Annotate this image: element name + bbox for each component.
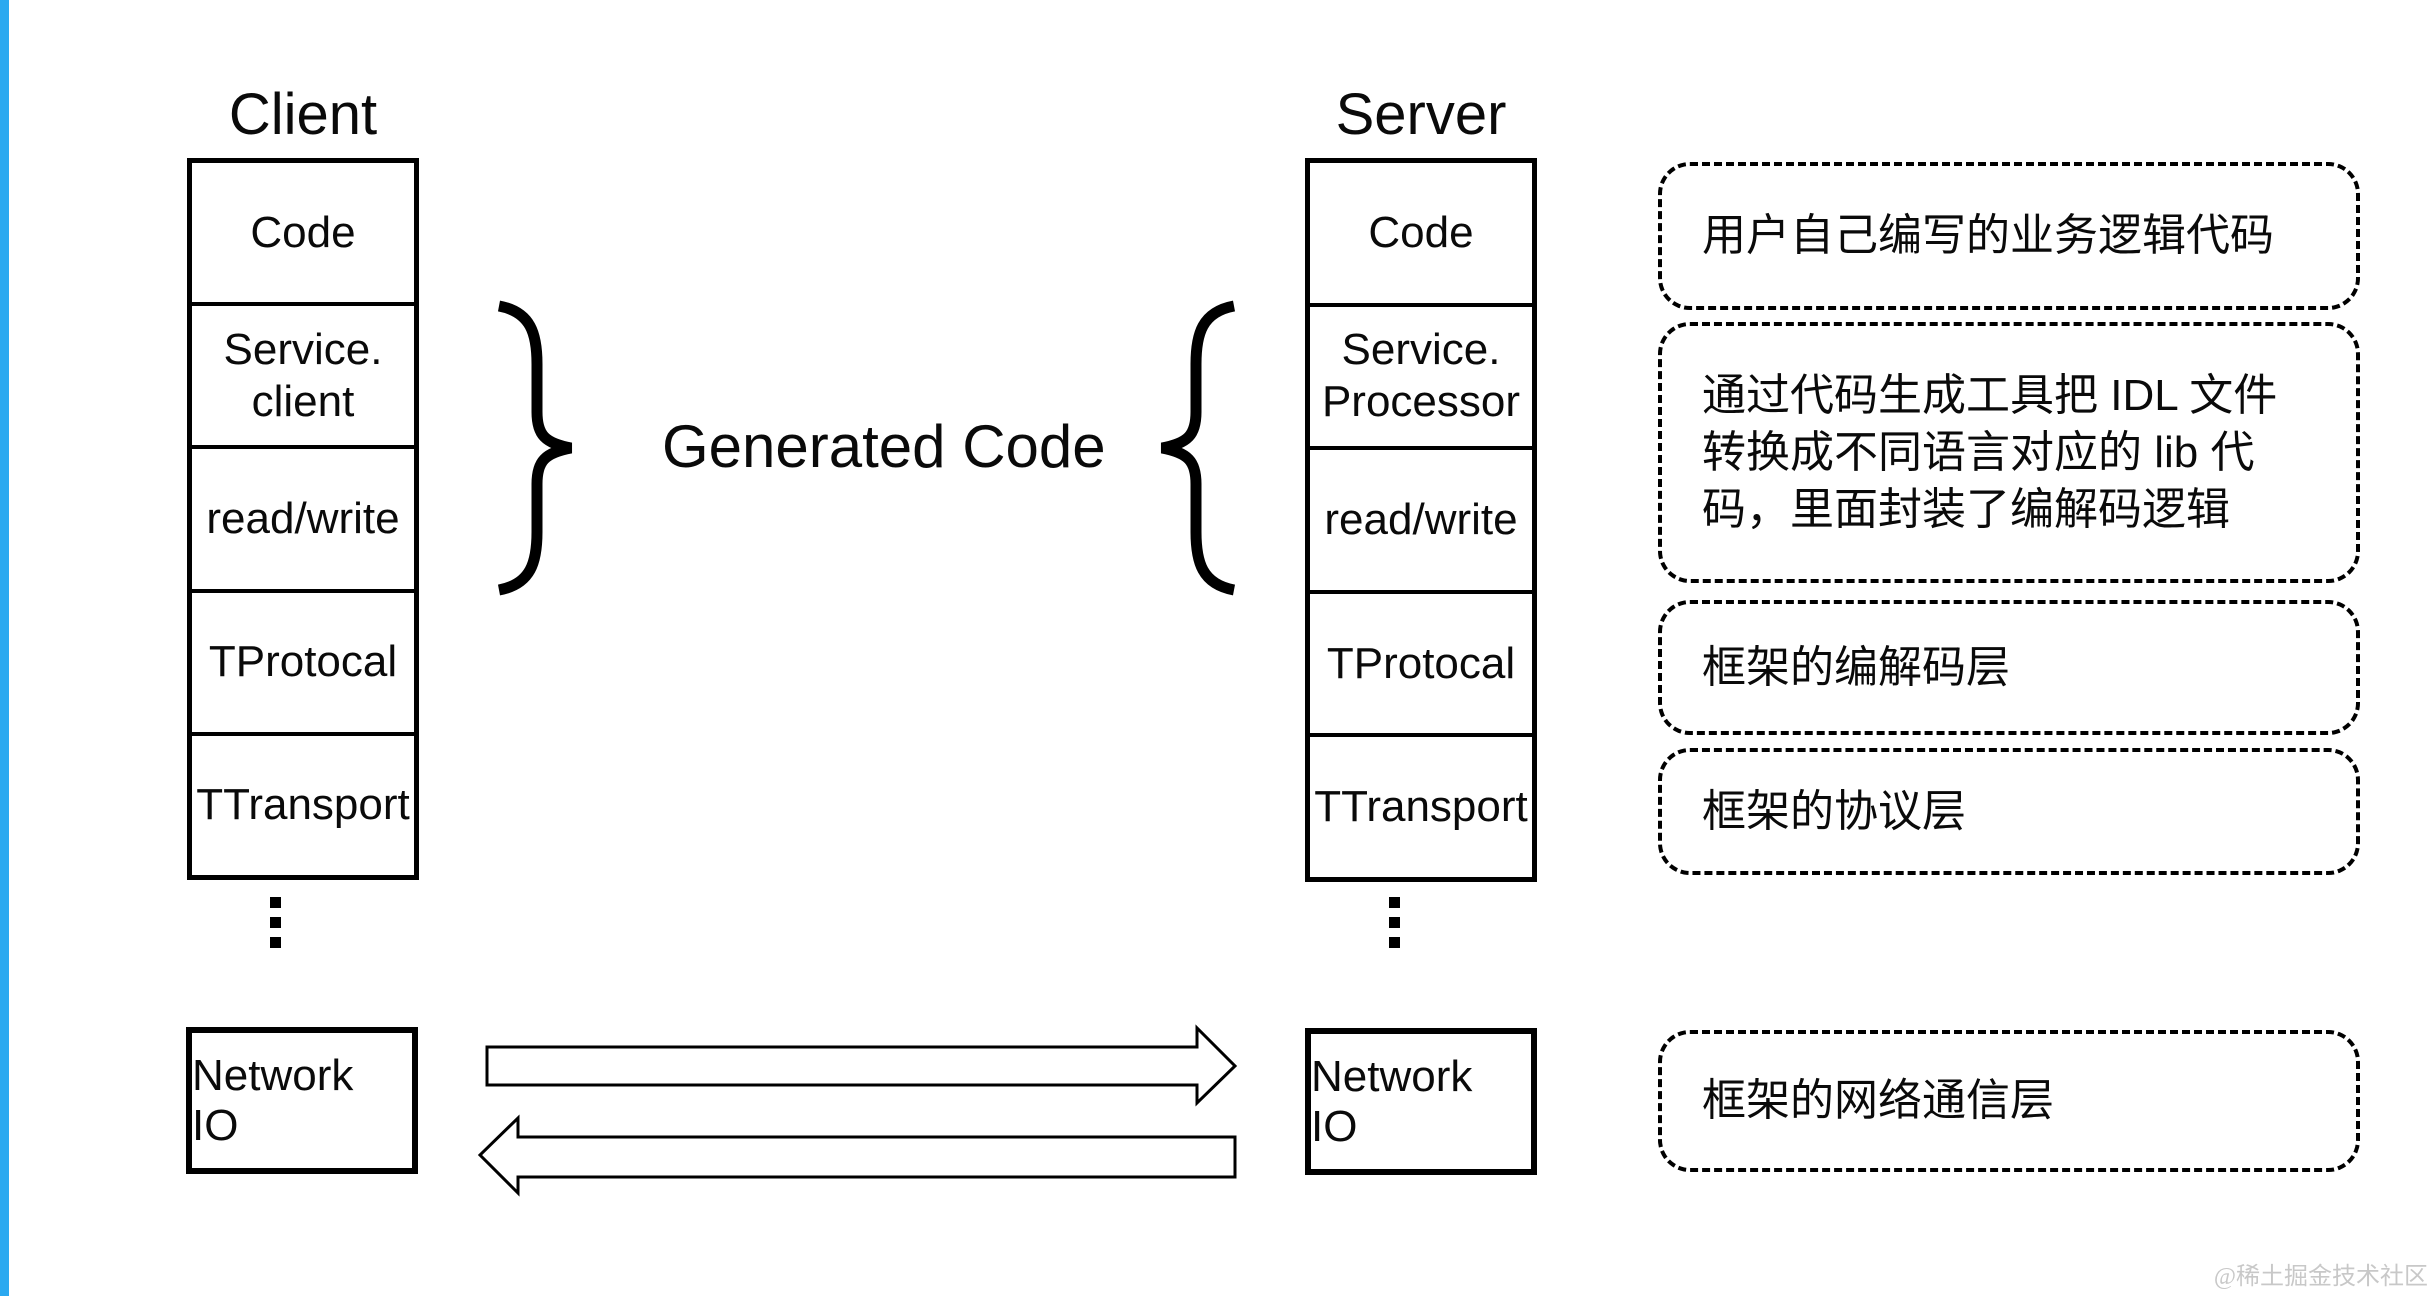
server-vertical-ellipsis-icon — [1389, 897, 1400, 948]
annotation-user-code: 用户自己编写的业务逻辑代码 — [1658, 162, 2360, 310]
annotation-generated-lib: 通过代码生成工具把 IDL 文件 转换成不同语言对应的 lib 代 码，里面封装… — [1658, 322, 2360, 583]
client-layer-service-client: Service. client — [192, 302, 414, 445]
client-title: Client — [228, 82, 378, 147]
client-vertical-ellipsis-icon — [270, 897, 281, 948]
request-arrow-icon — [485, 1024, 1238, 1107]
client-layer-ttransport: TTransport — [192, 731, 414, 875]
left-brace-icon — [497, 300, 573, 596]
watermark: @稀土掘金技术社区 — [2213, 1264, 2428, 1290]
annotation-network-layer: 框架的网络通信层 — [1658, 1030, 2360, 1172]
server-layer-tprotocal: TProtocal — [1310, 589, 1532, 734]
left-accent-bar — [0, 0, 9, 1296]
response-arrow-icon — [477, 1114, 1237, 1197]
server-layer-ttransport: TTransport — [1310, 733, 1532, 877]
server-stack: Code Service. Processor read/write TProt… — [1305, 158, 1537, 882]
right-brace-icon — [1160, 300, 1236, 596]
client-layer-read-write: read/write — [192, 445, 414, 588]
server-layer-code: Code — [1368, 207, 1474, 257]
server-title: Server — [1335, 82, 1507, 147]
server-layer-read-write: read/write — [1310, 446, 1532, 590]
annotation-codec-layer: 框架的编解码层 — [1658, 600, 2360, 735]
client-stack: Code Service. client read/write TProtoca… — [187, 158, 419, 880]
client-layer-code: Code — [250, 207, 356, 257]
server-layer-service-processor: Service. Processor — [1310, 302, 1532, 447]
generated-code-label: Generated Code — [662, 413, 1106, 480]
annotation-protocol-layer: 框架的协议层 — [1658, 748, 2360, 875]
server-network-io-box: Network IO — [1305, 1028, 1537, 1175]
client-layer-tprotocal: TProtocal — [192, 588, 414, 732]
client-network-io-box: Network IO — [186, 1027, 418, 1174]
